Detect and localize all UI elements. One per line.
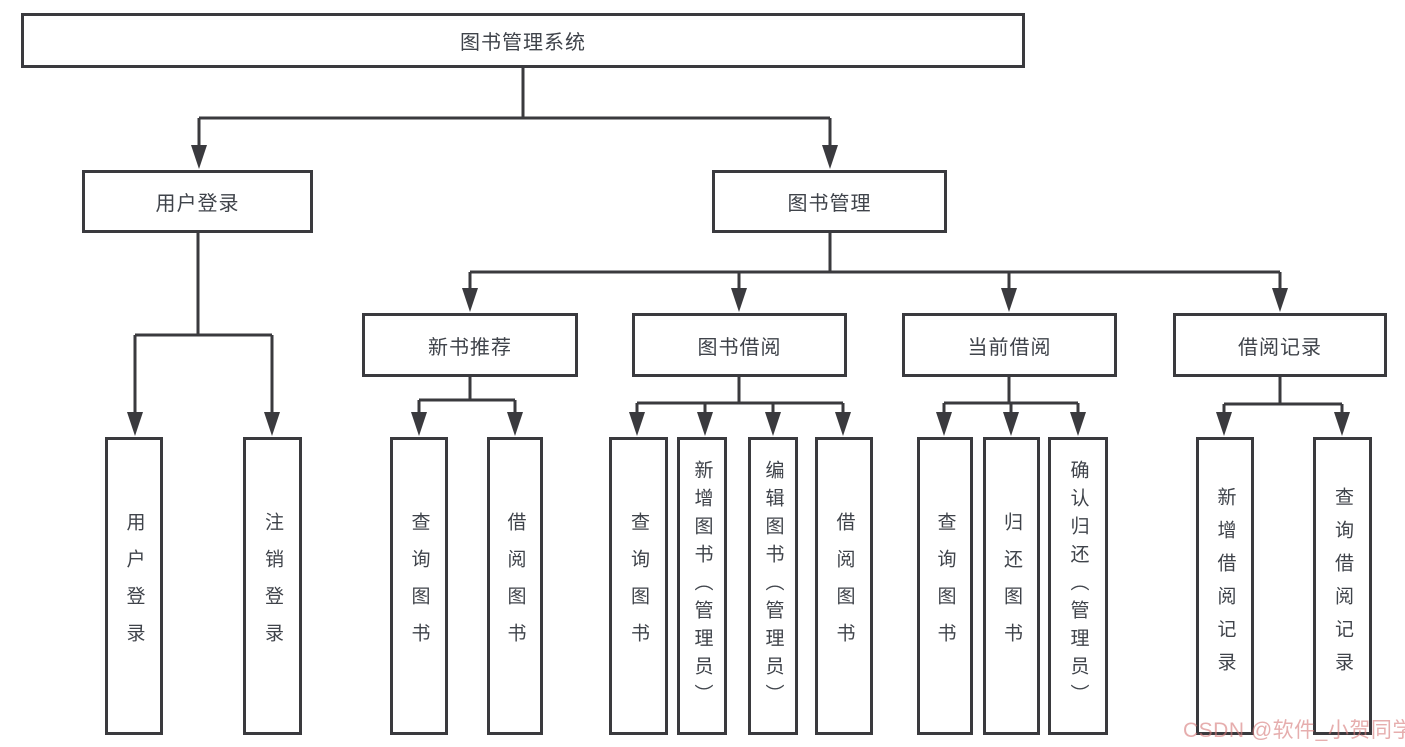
leaf-confirm-return-admin-label: 确认归还（管理员） [1067,460,1089,712]
leaf-add-borrow-record-label: 新增借阅记录 [1214,487,1236,685]
leaf-logout-label: 注销登录 [262,512,283,660]
arrowheads [127,145,1350,436]
node-library-system-label: 图书管理系统 [460,32,586,54]
leaf-borrow-books-recommend-label: 借阅图书 [504,512,526,660]
leaf-query-borrow-record: 查询借阅记录 [1313,437,1372,735]
leaf-query-books-borrow-label: 查询图书 [628,512,649,660]
leaf-add-book-admin: 新增图书（管理员） [677,437,727,735]
node-user-login-label: 用户登录 [155,193,240,215]
leaf-return-books-label: 归还图书 [1001,512,1022,660]
leaf-add-book-admin-label: 新增图书（管理员） [691,460,713,712]
leaf-confirm-return-admin: 确认归还（管理员） [1048,437,1108,735]
leaf-edit-book-admin-label: 编辑图书（管理员） [762,460,784,712]
node-user-login: 用户登录 [82,170,313,233]
node-current-borrow-label: 当前借阅 [967,336,1052,359]
node-borrow-records-label: 借阅记录 [1238,336,1322,359]
node-book-management-label: 图书管理 [787,193,872,215]
node-book-management: 图书管理 [712,170,947,233]
leaf-logout: 注销登录 [243,437,302,735]
node-borrow-records: 借阅记录 [1173,313,1387,377]
leaf-user-login-label: 用户登录 [123,512,145,660]
leaf-query-borrow-record-label: 查询借阅记录 [1332,487,1353,685]
node-library-system: 图书管理系统 [21,13,1025,68]
leaf-query-books-current: 查询图书 [917,437,973,735]
leaf-query-books-current-label: 查询图书 [934,512,956,660]
leaf-borrow-books: 借阅图书 [815,437,873,735]
leaf-borrow-books-recommend: 借阅图书 [487,437,543,735]
node-book-borrow: 图书借阅 [632,313,847,377]
leaf-add-borrow-record: 新增借阅记录 [1196,437,1254,735]
leaf-return-books: 归还图书 [983,437,1040,735]
leaf-borrow-books-label: 借阅图书 [833,512,855,660]
leaf-edit-book-admin: 编辑图书（管理员） [748,437,798,735]
node-current-borrow: 当前借阅 [902,313,1117,377]
leaf-query-books-borrow: 查询图书 [609,437,668,735]
csdn-watermark: CSDN @软件_小贺同学 [1183,719,1405,742]
node-new-book-recommend: 新书推荐 [362,313,578,377]
node-new-book-recommend-label: 新书推荐 [428,336,512,359]
node-book-borrow-label: 图书借阅 [697,336,782,359]
leaf-query-books-recommend-label: 查询图书 [408,512,430,660]
leaf-user-login: 用户登录 [105,437,163,735]
leaf-query-books-recommend: 查询图书 [390,437,448,735]
